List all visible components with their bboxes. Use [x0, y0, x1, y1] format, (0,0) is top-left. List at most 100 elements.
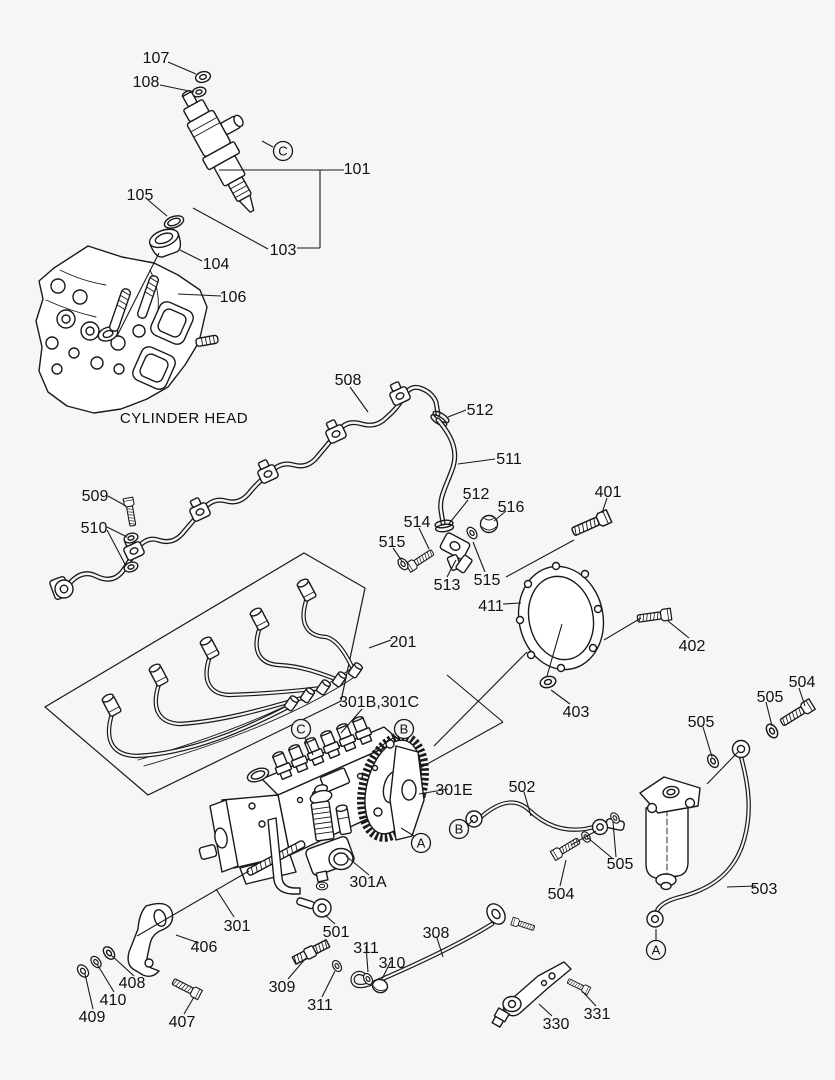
- part-label-108: 108: [133, 74, 160, 91]
- leader-line: [550, 689, 571, 705]
- leak-off-union: [185, 494, 212, 523]
- part-label-309: 309: [269, 979, 296, 996]
- leader-line: [765, 701, 773, 727]
- leader-line: [559, 859, 567, 887]
- leader-line: [433, 651, 528, 747]
- part-label-311-lower: 311: [307, 997, 333, 1014]
- pipe-union-nut: [147, 661, 170, 688]
- bolt-402: [636, 607, 673, 626]
- leader-line: [167, 61, 197, 75]
- gasket-411: [517, 565, 605, 671]
- leader-line: [192, 207, 269, 250]
- leader-line: [106, 529, 127, 567]
- leader-line: [365, 945, 369, 973]
- side-stud: [195, 334, 219, 347]
- joint-bolt-309: [291, 939, 331, 965]
- pipe-union-nut: [100, 691, 123, 718]
- banjo-bolt-504: [777, 698, 816, 729]
- leader-line: [381, 960, 392, 980]
- leader-line: [446, 674, 504, 723]
- bolt-401: [569, 509, 613, 539]
- leader-line: [523, 791, 532, 817]
- part-label-301E: 301E: [435, 782, 472, 799]
- leader-line: [107, 495, 127, 507]
- leader-line: [84, 973, 94, 1010]
- part-label-509: 509: [82, 488, 109, 505]
- part-label-512-upper: 512: [467, 402, 494, 419]
- washer-311: [330, 958, 344, 974]
- injection-pipes-201: [100, 576, 365, 767]
- part-label-504-top: 504: [789, 674, 816, 691]
- part-label-331: 331: [584, 1006, 611, 1023]
- leader-line: [418, 527, 430, 550]
- intake-port: [150, 301, 194, 345]
- leader-line: [340, 708, 363, 734]
- pipe-union-nut: [295, 576, 318, 603]
- part-label-104: 104: [203, 256, 230, 273]
- injection-pump-301: [198, 714, 429, 918]
- pipe-union-nut: [248, 605, 271, 632]
- callout-letter-a: A: [652, 943, 661, 958]
- part-label-505-mid: 505: [688, 714, 715, 731]
- fuel-filter: [591, 739, 751, 891]
- fuel-injector-assembly: [148, 69, 255, 258]
- part-label-301A: 301A: [349, 874, 387, 891]
- callout-letter-b: B: [455, 822, 464, 837]
- part-label-409: 409: [79, 1009, 106, 1026]
- part-label-410: 410: [100, 992, 127, 1009]
- leader-line: [726, 885, 757, 888]
- o-ring-105: [163, 215, 185, 229]
- leader-lines-layer: [84, 61, 806, 1017]
- oil-filler-cap: [246, 767, 270, 783]
- part-label-310: 310: [379, 955, 406, 972]
- leader-line: [177, 293, 222, 297]
- joint-stub: [455, 554, 473, 574]
- cylinder-head-caption: CYLINDER HEAD: [120, 410, 248, 427]
- stop-lever: [267, 817, 301, 895]
- pump-inlet-fitting: [335, 804, 352, 836]
- cap-516: [479, 514, 499, 534]
- callout-c-circle: [290, 718, 312, 740]
- callout-letter-a: A: [417, 836, 426, 851]
- leader-line: [798, 687, 806, 707]
- leader-line: [400, 827, 415, 837]
- leader-line: [349, 386, 369, 413]
- leader-line: [392, 547, 403, 562]
- leader-line: [601, 497, 608, 514]
- leader-line: [179, 249, 203, 262]
- pipe-union-nut: [198, 634, 221, 661]
- part-label-504-low: 504: [548, 886, 575, 903]
- leader-line: [446, 559, 457, 578]
- leader-line: [321, 970, 336, 998]
- leader-line: [706, 751, 739, 785]
- part-label-301: 301: [224, 918, 251, 935]
- bolt-407: [170, 976, 203, 1001]
- leader-line: [447, 499, 469, 526]
- nozzle-seal-104: [148, 228, 182, 258]
- leader-line: [215, 888, 235, 918]
- cylinder-head: [35, 245, 219, 414]
- leader-line: [472, 541, 486, 573]
- washer-515: [395, 555, 411, 573]
- banjo-bolt-501: [296, 897, 332, 918]
- leader-line: [419, 721, 504, 769]
- overflow-valve-301A: [305, 784, 355, 891]
- head-stud-106: [108, 288, 132, 332]
- part-label-308: 308: [423, 925, 450, 942]
- washer-505: [704, 751, 722, 771]
- leader-line: [505, 539, 575, 578]
- part-label-103: 103: [270, 242, 297, 259]
- leader-line: [493, 510, 507, 522]
- leader-line: [116, 252, 160, 337]
- washer-410: [88, 953, 104, 971]
- leak-off-pipe-assembly: [49, 378, 450, 600]
- leader-line: [324, 914, 336, 925]
- leader-line: [702, 726, 713, 758]
- part-labels-layer: 1071081011051031041065085125115095105125…: [79, 50, 816, 1033]
- leader-line: [287, 957, 307, 980]
- part-label-105: 105: [127, 187, 154, 204]
- part-label-502: 502: [509, 779, 536, 796]
- injector-nozzle: [238, 194, 255, 213]
